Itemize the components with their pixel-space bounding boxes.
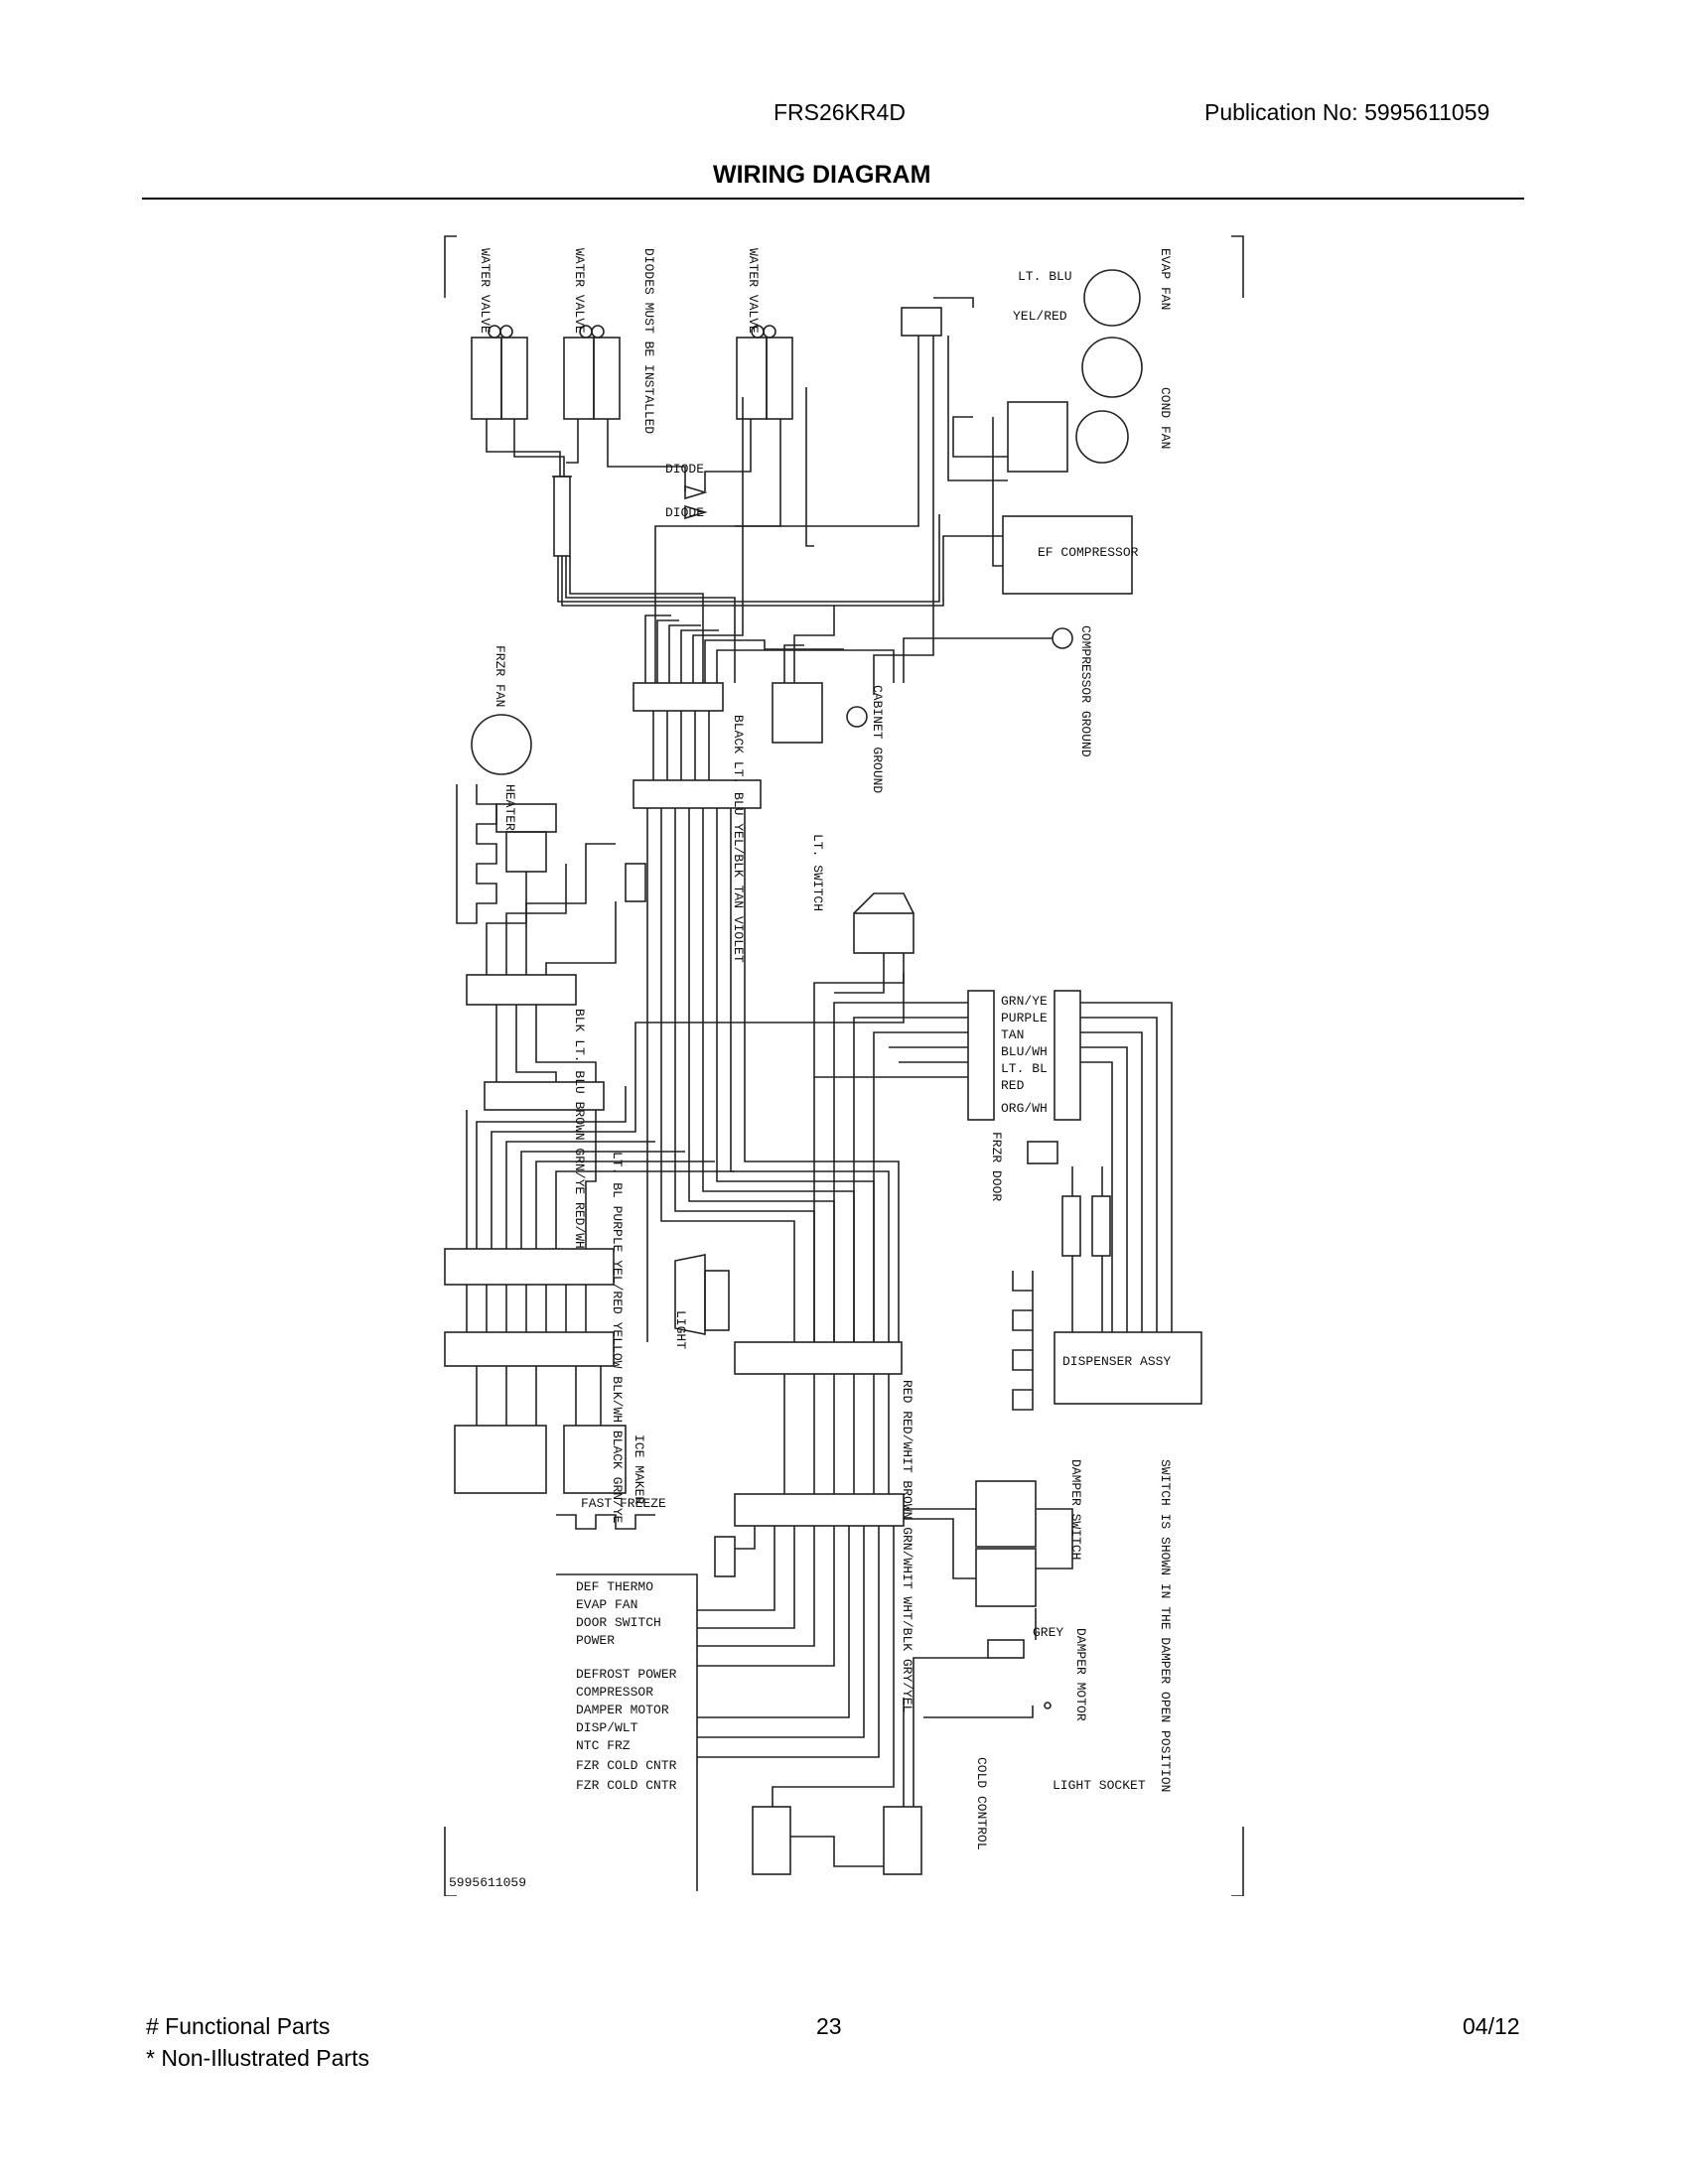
- board-output-defrost-power: DEFROST POWER: [576, 1667, 677, 1682]
- board-input-evap-fan: EVAP FAN: [576, 1597, 637, 1612]
- heater-label: HEATER: [502, 784, 517, 831]
- diodes-note-label: DIODES MUST BE INSTALLED: [641, 248, 656, 434]
- cold-control-label: COLD CONTROL: [974, 1757, 989, 1850]
- publication-number: Publication No: 5995611059: [1204, 99, 1490, 125]
- diode-bottom-label: DIODE: [665, 505, 704, 520]
- mid-list-red: RED: [1001, 1078, 1025, 1093]
- page-number: 23: [816, 2013, 842, 2039]
- water-valve-label-2: WATER VALVE: [572, 248, 587, 334]
- wire-colors-1: BLACK LT. BLU YEL/BLK TAN VIOLET: [731, 715, 746, 963]
- board-output-ntc-frz: NTC FRZ: [576, 1738, 631, 1753]
- lt-blu-label: LT. BLU: [1018, 269, 1072, 284]
- board-input-power: POWER: [576, 1633, 615, 1648]
- mid-list-lt-bl: LT. BL: [1001, 1061, 1048, 1076]
- board-output-damper-motor: DAMPER MOTOR: [576, 1703, 669, 1717]
- fast-freeze-label: FAST FREEZE: [581, 1496, 666, 1511]
- page-title: WIRING DIAGRAM: [713, 161, 931, 189]
- water-valve-label-1: WATER VALVE: [478, 248, 492, 334]
- cabinet-ground-label: CABINET GROUND: [870, 685, 885, 793]
- wire-colors-4: RED RED/WHIT BROWN GRN/WHIT WHT/BLK GRY/…: [900, 1380, 914, 1712]
- revision-date: 04/12: [1463, 2013, 1520, 2039]
- frz-fan-label: FRZR FAN: [492, 645, 507, 707]
- mid-list-org-wh: ORG/WH: [1001, 1101, 1048, 1116]
- board-input-def-thermo: DEF THERMO: [576, 1579, 653, 1594]
- diode-top-label: DIODE: [665, 462, 704, 477]
- icemaker-label: ICE MAKER: [632, 1434, 646, 1504]
- water-valve-label-3: WATER VALVE: [746, 248, 761, 334]
- damper-position-note: SWITCH IS SHOWN IN THE DAMPER OPEN POSIT…: [1158, 1459, 1173, 1792]
- dispenser-assy-label: DISPENSER ASSY: [1062, 1354, 1171, 1369]
- board-output-fzr-cold-2: FZR COLD CNTR: [576, 1778, 677, 1793]
- compressor-ground-label: COMPRESSOR GROUND: [1078, 625, 1093, 757]
- board-input-door-switch: DOOR SWITCH: [576, 1615, 661, 1630]
- yel-red-label: YEL/RED: [1013, 309, 1067, 324]
- wire-colors-2: BLK LT. BLU BROWN GRN/YE RED/WH: [572, 1009, 587, 1249]
- mid-list-grn-ye: GRN/YE: [1001, 994, 1048, 1009]
- light-socket-label: LIGHT SOCKET: [1053, 1778, 1146, 1793]
- board-output-disp-wlt: DISP/WLT: [576, 1720, 638, 1735]
- cond-fan-label: COND FAN: [1158, 387, 1173, 449]
- board-output-compressor: COMPRESSOR: [576, 1685, 653, 1700]
- non-illustrated-parts-note: * Non-Illustrated Parts: [146, 2045, 369, 2071]
- lt-switch-label: LT. SWITCH: [810, 834, 825, 911]
- wire-colors-3: LT. BL PURPLE YEL/RED YELLOW BLK/WH BLAC…: [610, 1152, 625, 1524]
- functional-parts-note: # Functional Parts: [146, 2013, 331, 2039]
- evap-fan-label: EVAP FAN: [1158, 248, 1173, 310]
- model-number: FRS26KR4D: [774, 99, 906, 125]
- board-output-fzr-cold-1: FZR COLD CNTR: [576, 1758, 677, 1773]
- wiring-diagram: WATER VALVE WATER VALVE WATER VALVE DIOD…: [444, 235, 1244, 1896]
- mid-list-purple: PURPLE: [1001, 1011, 1048, 1025]
- frzr-door-label: FRZR DOOR: [989, 1132, 1004, 1201]
- mid-list-tan: TAN: [1001, 1027, 1024, 1042]
- diagram-doc-number: 5995611059: [449, 1875, 526, 1890]
- compressor-label: EF COMPRESSOR: [1038, 545, 1139, 560]
- damper-motor-label: DAMPER MOTOR: [1073, 1628, 1088, 1721]
- title-rule: [142, 198, 1524, 200]
- damper-switch-label: DAMPER SWITCH: [1068, 1459, 1083, 1560]
- grey-wire-label: GREY: [1033, 1625, 1063, 1640]
- mid-list-blu-wh: BLU/WH: [1001, 1044, 1048, 1059]
- light-label: LIGHT: [673, 1310, 688, 1349]
